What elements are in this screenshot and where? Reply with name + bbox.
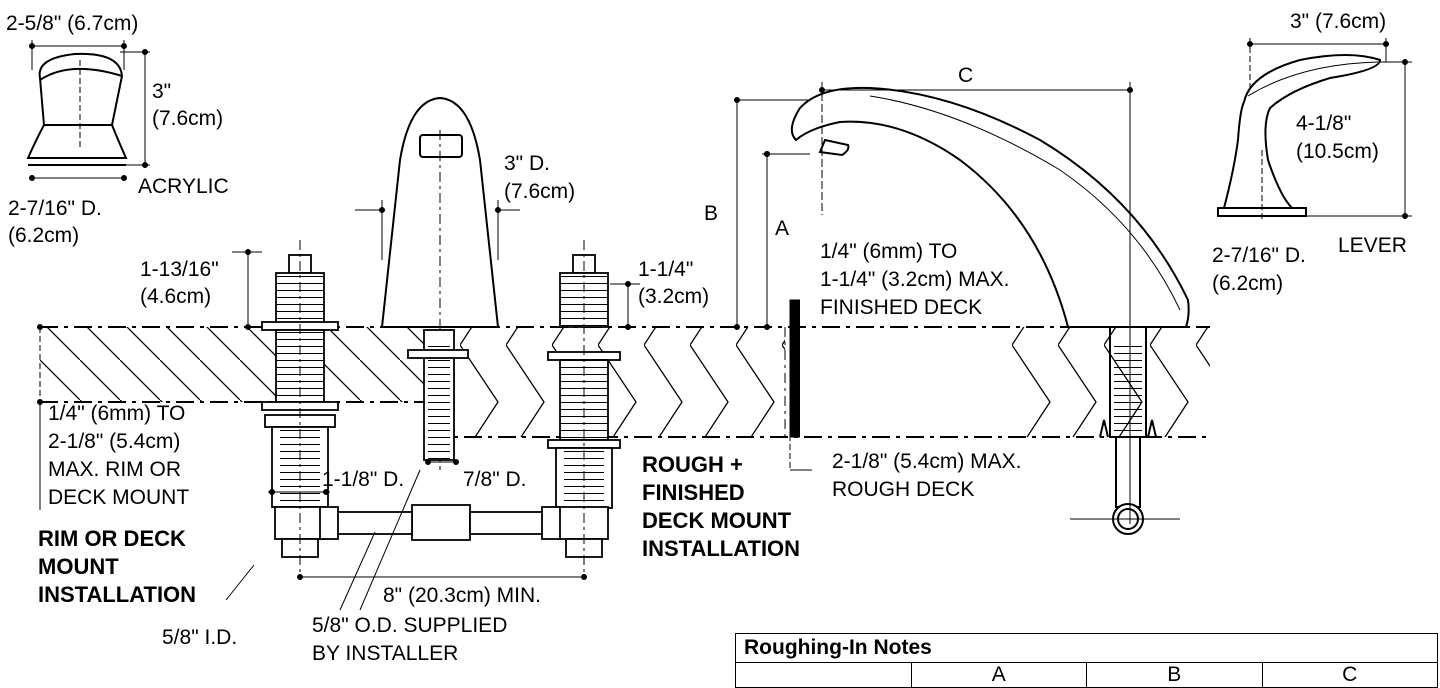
- spout-dim-c: C: [958, 64, 973, 87]
- rim-mount-title-2: MOUNT: [38, 554, 119, 579]
- spout-body-dimension: [355, 130, 520, 470]
- roughing-table-title: Roughing-In Notes: [735, 633, 1438, 663]
- pipe-id-label: 5/8" I.D.: [162, 626, 237, 649]
- spout-body-dia-label-1: 3" D.: [504, 152, 550, 175]
- pipe-inner-dia-label: 7/8" D.: [463, 468, 526, 491]
- lever-dimension-lines: [1247, 38, 1412, 220]
- lever-base-label-2: (6.2cm): [1212, 272, 1283, 295]
- rim-mount-line-4: DECK MOUNT: [48, 486, 189, 509]
- finished-deck-line-2: 1-1/4" (3.2cm) MAX.: [820, 268, 1010, 291]
- rim-mount-title-1: RIM OR DECK: [38, 526, 186, 551]
- left-valve-height-2: (4.6cm): [140, 285, 211, 308]
- spout-body-dia-label-2: (7.6cm): [504, 180, 575, 203]
- right-valve-height-1: 1-1/4": [638, 258, 693, 281]
- spout-body-icon: [380, 96, 500, 328]
- knob-material-label: ACRYLIC: [138, 175, 229, 198]
- rim-mount-title-3: INSTALLATION: [38, 582, 196, 607]
- knob-width-label: 2-5/8" (6.7cm): [6, 12, 138, 35]
- rim-mount-line-3: MAX. RIM OR: [48, 458, 181, 481]
- lever-handle-icon: [1217, 54, 1382, 217]
- deck-section: [40, 326, 1210, 438]
- right-valve-height-2: (3.2cm): [638, 285, 709, 308]
- rough-finished-title-4: INSTALLATION: [642, 536, 800, 561]
- lever-height-label-1: 4-1/8": [1296, 112, 1351, 135]
- roughing-col-b: B: [1086, 662, 1263, 688]
- lever-width-label: 3" (7.6cm): [1290, 10, 1386, 33]
- knob-base-label-2: (6.2cm): [8, 224, 79, 247]
- pipe-spacing-label: 8" (20.3cm) MIN.: [383, 584, 541, 607]
- spout-dim-b: B: [704, 202, 718, 225]
- pipe-outer-dia-label: 1-1/8" D.: [322, 468, 404, 491]
- roughing-in-notes-table: Roughing-In Notes A B C: [735, 633, 1438, 688]
- roughing-col-c: C: [1261, 662, 1438, 688]
- knob-dimension-lines: [29, 40, 150, 181]
- lever-height-label-2: (10.5cm): [1296, 140, 1379, 163]
- faucet-dimension-drawing: 2-5/8" (6.7cm) 3" (7.6cm) ACRYLIC 2-7/16…: [6, 10, 1412, 665]
- lever-type-label: LEVER: [1338, 234, 1407, 257]
- knob-base-label-1: 2-7/16" D.: [8, 197, 102, 220]
- knob-height-label-1: 3": [152, 80, 171, 103]
- finished-deck-line-1: 1/4" (6mm) TO: [820, 240, 957, 263]
- rim-mount-line-1: 1/4" (6mm) TO: [48, 402, 185, 425]
- left-valve-height-1: 1-13/16": [140, 258, 219, 281]
- pipe-od-label-1: 5/8" O.D. SUPPLIED: [312, 614, 507, 637]
- lever-base-label-1: 2-7/16" D.: [1212, 244, 1306, 267]
- pipe-od-label-2: BY INSTALLER: [312, 642, 458, 665]
- rough-deck-line-2: ROUGH DECK: [832, 478, 974, 501]
- rough-finished-title-2: FINISHED: [642, 480, 745, 505]
- rough-deck-line-1: 2-1/8" (5.4cm) MAX.: [832, 450, 1022, 473]
- spout-dimension-lines: [734, 82, 1180, 524]
- roughing-col-blank: [735, 662, 912, 688]
- center-tube-and-piping: [319, 329, 561, 541]
- roughing-col-a: A: [910, 662, 1087, 688]
- valve-dimension-lines: [37, 240, 640, 611]
- rough-finished-title-1: ROUGH +: [642, 452, 743, 477]
- knob-height-label-2: (7.6cm): [152, 107, 223, 130]
- rough-finished-title-3: DECK MOUNT: [642, 508, 792, 533]
- spout-dim-a: A: [775, 217, 789, 240]
- rim-mount-line-2: 2-1/8" (5.4cm): [48, 430, 180, 453]
- acrylic-knob-icon: [26, 52, 128, 166]
- finished-deck-line-3: FINISHED DECK: [820, 296, 982, 319]
